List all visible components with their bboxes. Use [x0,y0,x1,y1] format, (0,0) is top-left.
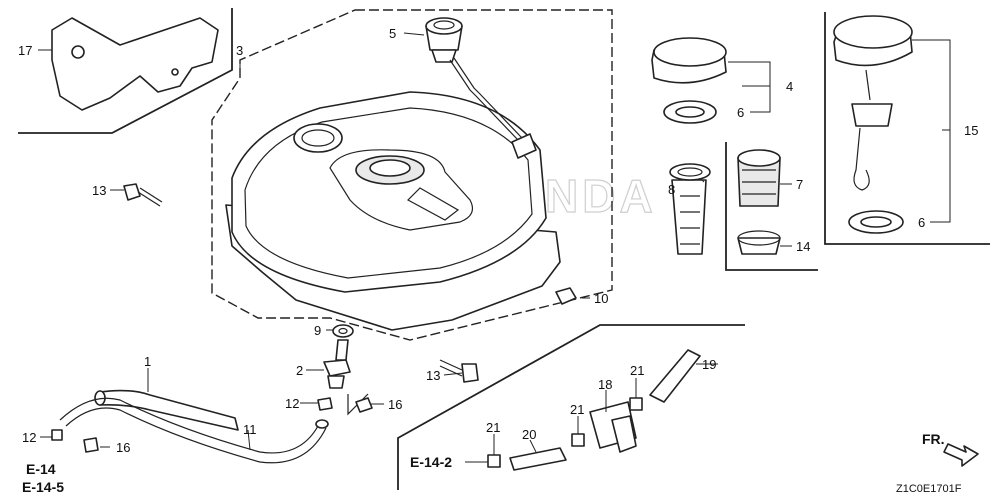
callout-21-a: 21 [486,420,500,435]
callout-7: 7 [796,177,803,192]
strainer-frame [725,142,818,271]
fuel-cap-4 [651,37,727,84]
cap-assembly-frame [824,12,990,245]
leader-lines [38,32,951,463]
front-label: FR. [922,431,945,447]
tank-nut [555,287,577,305]
tank-bolt-lower [439,359,479,383]
fuel-gauge [425,17,537,159]
callout-17: 17 [18,43,32,58]
fuel-filter-8 [669,163,711,255]
callout-16-boxed: 16 [388,397,402,412]
fuel-tube-20 [509,447,567,471]
fuel-joint [323,339,351,389]
callout-10: 10 [594,291,608,306]
fuel-tube-11-end [315,419,329,429]
callout-19: 19 [702,357,716,372]
gasket-6-upper [663,100,717,124]
strainer-ring-14 [737,230,781,255]
callout-13-upper: 13 [92,183,106,198]
clip-16-boxed [347,393,373,416]
callout-3: 3 [236,43,243,58]
diagram-code: Z1C0E1701F [896,483,962,495]
fuel-valve-frame [397,324,745,490]
callout-4: 4 [786,79,793,94]
ref-e14: E-14 [26,461,56,477]
fuel-cock-18 [589,401,637,453]
hose-clip-21-c [629,397,643,411]
callout-18: 18 [598,377,612,392]
clip-16-lower [83,437,99,453]
callout-21-b: 21 [570,402,584,417]
fuel-tube-11-b [65,407,327,464]
fuel-hose-1 [99,389,239,431]
washer-9 [332,324,354,338]
fuel-tube-19 [649,349,701,403]
strainer-7 [737,149,781,207]
hose-clip-21-b [571,433,585,447]
callout-9: 9 [314,323,321,338]
fuel-tank [225,91,561,331]
callout-16-lower: 16 [116,440,130,455]
heat-shield-frame [18,8,233,134]
tank-bolt-upper [123,183,163,207]
callout-14: 14 [796,239,810,254]
callout-15: 15 [964,123,978,138]
gasket-6-lower [848,210,904,234]
callout-21-c: 21 [630,363,644,378]
ref-e14-5: E-14-5 [22,479,64,495]
callout-13-lower: 13 [426,368,440,383]
ref-e14-2: E-14-2 [410,454,452,470]
callout-2: 2 [296,363,303,378]
callout-11: 11 [243,422,257,437]
callout-1: 1 [144,354,151,369]
callout-6-lower: 6 [918,215,925,230]
hose-clip-21-a [487,454,501,468]
callout-5: 5 [389,26,396,41]
callout-12-lower: 12 [22,430,36,445]
front-arrow-icon [943,443,979,467]
hose-clip-12-upper [317,397,333,411]
cap-assembly-15 [833,15,913,191]
hose-clip-12-lower [51,429,63,441]
callout-6-upper: 6 [737,105,744,120]
callout-12-upper: 12 [285,396,299,411]
callout-20: 20 [522,427,536,442]
heat-shield-plate [51,17,219,111]
fuel-tube-11-a [59,397,319,454]
callout-8: 8 [668,182,675,197]
